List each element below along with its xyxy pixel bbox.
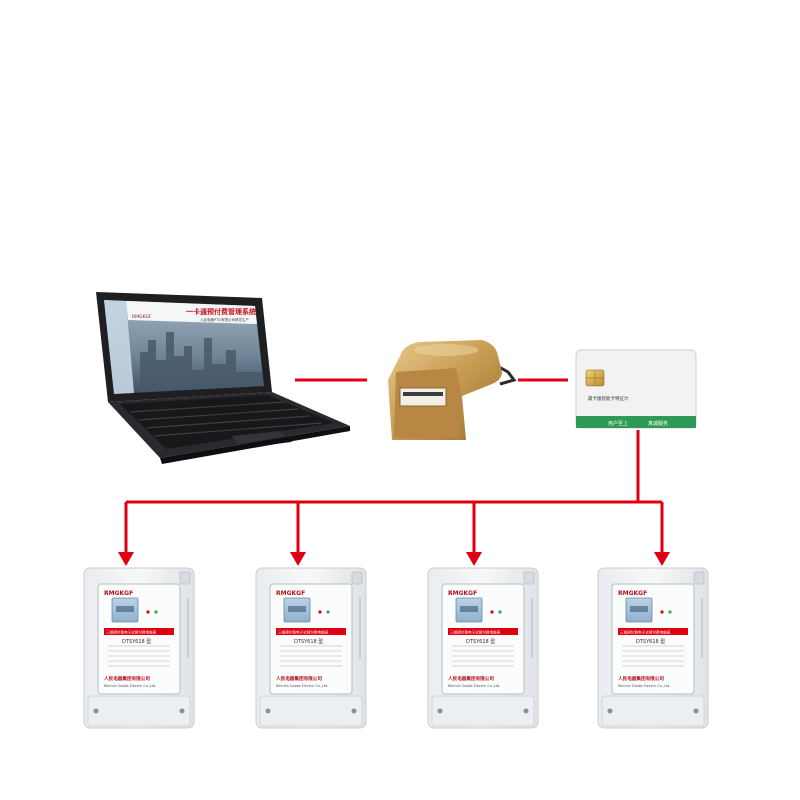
meter-maker-cn: 人民电器集团有限公司 xyxy=(275,675,322,682)
laptop-logo: RMGKGF xyxy=(132,314,152,320)
meter-maker-cn: 人民电器集团有限公司 xyxy=(103,675,150,682)
meter-model-band: 三相预付费电子式预付费电能表 xyxy=(450,630,501,635)
meter-maker-cn: 人民电器集团有限公司 xyxy=(447,675,494,682)
meter-model-band: 三相预付费电子式预付费电能表 xyxy=(620,630,671,635)
meter-brand: RMGKGF xyxy=(276,590,305,597)
meter-model: DTSY618 型 xyxy=(466,638,495,645)
ic-card-icon xyxy=(575,349,697,429)
meter-model: DTSY618 型 xyxy=(636,638,665,645)
meter-model: DTSY618 型 xyxy=(294,638,323,645)
meter-model-band: 三相预付费电子式预付费电能表 xyxy=(278,630,329,635)
laptop-screen-subtitle: 人民电器PTG有限公司研发生产 xyxy=(200,317,249,322)
card-banner-left: 用户至上 xyxy=(608,420,628,427)
card-banner-right: 真诚服务 xyxy=(648,420,668,427)
laptop-screen-title: 一卡通预付费管理系统 xyxy=(186,307,256,316)
meter-brand: RMGKGF xyxy=(618,590,647,597)
card-top-text: 最卡版智能卡特征计 xyxy=(588,395,629,402)
meter-brand: RMGKGF xyxy=(448,590,477,597)
laptop-icon xyxy=(96,292,350,464)
meter-model: DTSY618 型 xyxy=(122,638,151,645)
meter-brand: RMGKGF xyxy=(104,590,133,597)
meter-maker-en: Renmin Gaoke Electric Co.,Ltd. xyxy=(618,684,670,688)
arrows xyxy=(118,502,670,566)
meter-maker-en: Renmin Gaoke Electric Co.,Ltd. xyxy=(276,684,328,688)
meter-maker-en: Renmin Gaoke Electric Co.,Ltd. xyxy=(104,684,156,688)
card-reader-icon xyxy=(388,340,517,440)
meter-maker-en: Renmin Gaoke Electric Co.,Ltd. xyxy=(448,684,500,688)
distribution-bus xyxy=(126,430,662,504)
meter-maker-cn: 人民电器集团有限公司 xyxy=(617,675,664,682)
meter-model-band: 三相预付费电子式预付费电能表 xyxy=(106,630,157,635)
